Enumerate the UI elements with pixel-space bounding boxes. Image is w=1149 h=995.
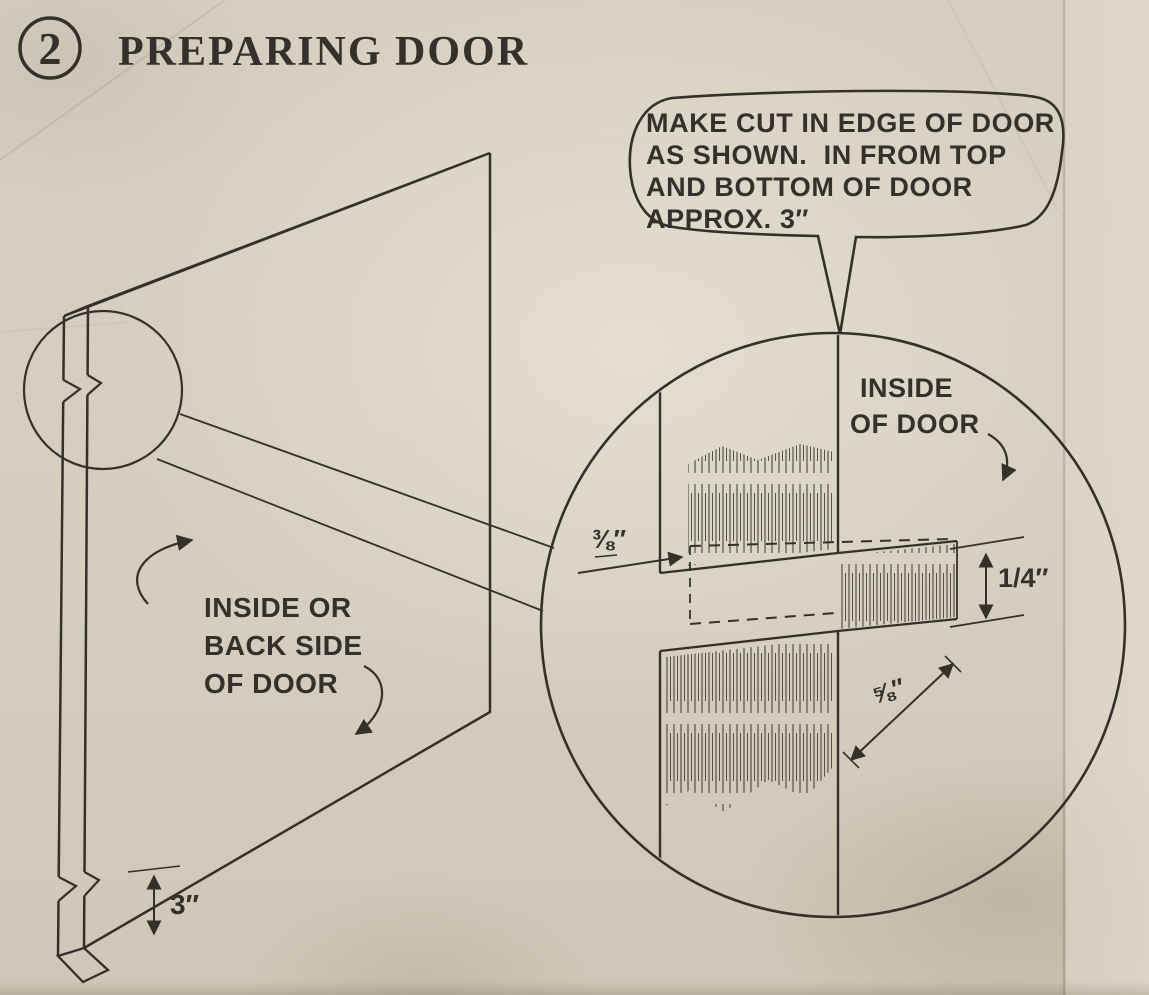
depth-value: ⅜″: [592, 524, 626, 554]
width-dimension: ⅝″: [842, 655, 962, 769]
bottom-notch-mark: [57, 871, 101, 902]
projection-line-lower: [156, 458, 544, 612]
door-bottom-face: [55, 946, 111, 984]
callout-line-1: MAKE CUT IN EDGE OF DOOR: [646, 108, 1055, 138]
door-label-arrow-down: [354, 665, 384, 735]
hidden-cut-bottom-edge: [689, 612, 837, 625]
depth-dimension: ⅜″: [577, 524, 684, 574]
cut-side-top-line: [837, 539, 958, 555]
page-bottom-shadow: [0, 981, 1149, 995]
step-badge-circle: [18, 16, 82, 80]
depth-arrow: [577, 551, 684, 574]
wood-grain-hatch-lower: [666, 638, 832, 812]
bottom-offset-tick: [127, 865, 181, 873]
hidden-cut-top-edge: [689, 538, 953, 547]
page-title: PREPARING DOOR: [118, 29, 529, 75]
thickness-dimension: 1/4″: [949, 536, 1049, 628]
width-tick-upper: [944, 655, 962, 673]
callout-bubble: MAKE CUT IN EDGE OF DOOR AS SHOWN. IN FR…: [628, 89, 1065, 335]
detail-circle: [539, 331, 1127, 919]
wood-grain-hatch-upper: [688, 444, 834, 566]
detail-label-line-2: OF DOOR: [850, 409, 980, 439]
step-badge: 2: [18, 16, 82, 80]
callout-line-3: AND BOTTOM OF DOOR: [646, 172, 973, 202]
door-top-edge: [63, 151, 491, 318]
projection-line-upper: [179, 413, 555, 549]
thickness-tick-bottom: [949, 614, 1025, 628]
door-edge-outer-line: [56, 315, 66, 957]
callout-bubble-outline: [628, 89, 1065, 335]
cut-side-bottom-line: [837, 617, 958, 633]
detail-view: ⅜″ 1/4″ ⅝″ INSIDE OF DOOR: [539, 331, 1127, 919]
door-panel-edges: [83, 153, 492, 950]
bottom-offset-value: 3″: [170, 889, 199, 920]
page-fold-edge: [1066, 0, 1149, 995]
door-label-line-3: OF DOOR: [204, 668, 338, 699]
detail-label-arrow: [987, 433, 1017, 482]
door-label-line-2: BACK SIDE: [204, 630, 363, 661]
cut-front-bottom-line: [659, 629, 839, 653]
width-arrow: [849, 662, 955, 762]
door-label-line-1: INSIDE OR: [204, 592, 352, 623]
magnifier-circle: [22, 309, 184, 471]
callout-line-4: APPROX. 3″: [646, 204, 809, 234]
step-number: 2: [39, 23, 62, 74]
detail-board: [658, 335, 958, 915]
door-drawing: INSIDE OR BACK SIDE OF DOOR 3″: [22, 151, 555, 984]
thickness-tick-top: [949, 536, 1025, 550]
cut-wedge-hatch: [840, 544, 955, 629]
depth-underline: [594, 554, 618, 558]
thickness-value: 1/4″: [998, 563, 1049, 593]
door-edge-inner-line: [82, 305, 90, 949]
callout-line-2: AS SHOWN. IN FROM TOP: [646, 140, 1007, 170]
bottom-offset-dimension: 3″: [127, 865, 199, 936]
width-tick-lower: [842, 751, 860, 769]
door-label-arrow-up: [136, 534, 194, 605]
top-notch-mark: [62, 374, 103, 403]
paper-creases: [0, 0, 1066, 995]
width-value: ⅝″: [869, 673, 909, 710]
detail-label-line-1: INSIDE: [860, 373, 953, 403]
